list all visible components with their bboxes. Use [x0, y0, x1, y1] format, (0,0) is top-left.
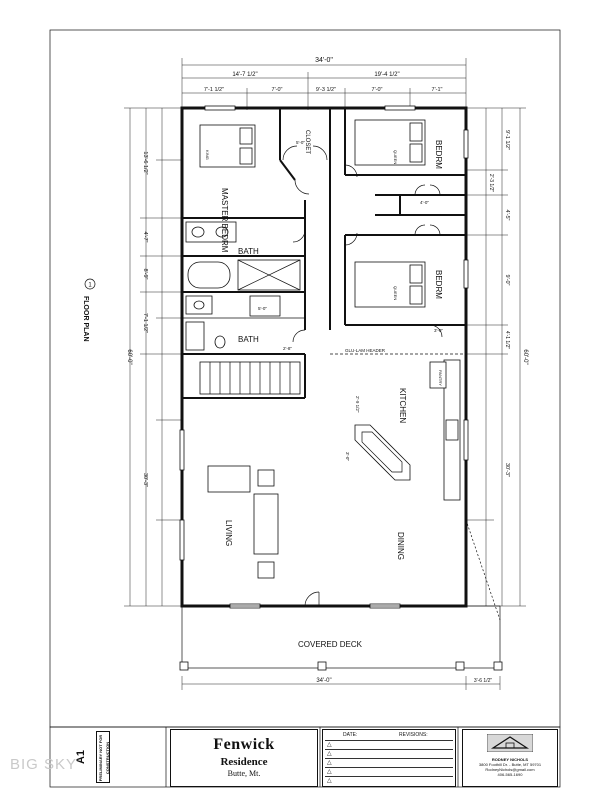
revision-row: △	[325, 749, 453, 758]
toilet	[214, 335, 226, 349]
view-number-bubble	[84, 278, 96, 290]
label-king: KING	[205, 150, 210, 160]
kitchen-island	[354, 424, 411, 481]
label-pantry: PANTRY	[438, 370, 443, 386]
dim-left-g4: 7'-1 1/2"	[142, 313, 148, 333]
label-bath-1: BATH	[238, 247, 259, 256]
title-block-frame	[49, 726, 561, 788]
view-title-text: FLOOR PLAN	[82, 296, 89, 342]
project-title: Fenwick	[213, 736, 275, 753]
label-closet: CLOSET	[304, 130, 310, 154]
windows	[179, 105, 469, 609]
dim-right-r1: 9'-1 1/2"	[504, 130, 510, 150]
firm-name: RODNEY NICHOLS	[491, 757, 529, 762]
dim-top-seg5: 7'-1"	[432, 87, 443, 93]
dim-left-g2: 4'-7"	[142, 232, 148, 243]
dim-top-seg2: 7'-0"	[272, 87, 283, 93]
dim-right-r2: 2'-3 1/2"	[488, 174, 494, 193]
dim-door: 2'-8"	[283, 346, 292, 351]
firm-address: 3800 Foothill Dr. - Butte, MT 59701	[478, 762, 542, 767]
sofa-2	[253, 493, 279, 555]
dim-kitchen-a: 2'-9 1/2"	[355, 396, 360, 413]
revision-mark: △	[327, 778, 332, 784]
revision-row: △	[325, 758, 453, 767]
dim-pantry: 3'-0"	[434, 328, 443, 333]
firm-phone: 406-565-1690	[497, 772, 523, 777]
dim-right-r3: 4'-5"	[504, 210, 510, 221]
label-covered-deck: COVERED DECK	[298, 640, 363, 649]
interior-walls	[182, 108, 466, 399]
project-location: Butte, Mt.	[227, 769, 261, 778]
door-swings	[282, 145, 443, 607]
dim-bath: 5'-0"	[258, 306, 267, 311]
covered-deck	[179, 519, 503, 671]
stamp-text: PRELIMINARY NOT FOR CONSTRUCTION	[98, 734, 110, 782]
view-title: 1 FLOOR PLAN	[82, 278, 96, 342]
revisions-table: DATE: REVISIONS: △ △ △ △ △	[322, 729, 456, 787]
fixtures	[185, 119, 461, 579]
room-labels: MASTER BEDRM CLOSET BEDRM BEDRM BATH BAT…	[205, 130, 443, 649]
label-kitchen: KITCHEN	[398, 388, 407, 423]
dim-top-seg4: 7'-0"	[372, 87, 383, 93]
revision-mark: △	[327, 742, 332, 748]
sofa-1	[207, 465, 251, 493]
dim-left-g3: 8'-9"	[142, 269, 148, 280]
label-bedrm-2: BEDRM	[434, 270, 443, 299]
dim-right-r6: 30'-3"	[504, 463, 510, 477]
dim-left-g5: 30'-3"	[142, 473, 148, 487]
dim-kitchen-b: 3'-0"	[345, 452, 350, 461]
view-number: 1	[88, 283, 92, 289]
firm-box: RODNEY NICHOLS 3800 Foothill Dr. - Butte…	[462, 729, 558, 787]
dim-top-seg3: 9'-3 1/2"	[316, 87, 336, 93]
dim-left-g1: 13'-6 1/2"	[142, 151, 148, 174]
preliminary-stamp: PRELIMINARY NOT FOR CONSTRUCTION	[96, 731, 110, 783]
project-subtitle: Residence	[220, 756, 268, 768]
pantry-box	[429, 361, 447, 389]
revision-mark: △	[327, 751, 332, 757]
dim-right-r4: 9'-0"	[504, 275, 510, 286]
date-header: DATE:	[343, 732, 358, 738]
label-bath-2: BATH	[238, 335, 259, 344]
label-queen-2: QUEEN	[393, 286, 398, 300]
tub	[187, 261, 231, 289]
dim-closet: 5'-0"	[296, 140, 305, 145]
bottom-dimensions: 34'-0" 3'-6 1/2"	[181, 676, 501, 690]
revision-row: △	[325, 767, 453, 776]
left-dimensions: 60'-0" 13'-6 1/2" 4'-7" 8'-9" 7'-1 1/2" …	[124, 107, 182, 607]
tub-2	[185, 321, 205, 351]
right-dimensions: 60'-0" 9'-1 1/2" 2'-3 1/2" 4'-5" 9'-0" 4…	[466, 107, 528, 607]
top-dimensions: 34'-0" 14'-7 1/2" 19'-4 1/2" 7'-1 1/2" 7…	[181, 57, 467, 110]
revision-mark: △	[327, 760, 332, 766]
label-dining: DINING	[396, 532, 405, 560]
dim-bottom-overall: 34'-0"	[316, 678, 331, 684]
dim-top-overall: 34'-0"	[315, 57, 333, 64]
label-master: MASTER BEDRM	[220, 188, 229, 253]
project-title-box: Fenwick Residence Butte, Mt.	[170, 729, 318, 787]
firm-logo	[486, 733, 534, 753]
dim-bottom-right: 3'-6 1/2"	[474, 678, 493, 684]
label-bedrm-1: BEDRM	[434, 140, 443, 169]
dim-right-r5: 4'-1 1/2"	[504, 331, 510, 350]
dim-left-overall: 60'-0"	[126, 349, 132, 364]
interior-dim-notes: 5'-0" 4'-0" 5'-0" 2'-8" 2'-9 1/2" 3'-0" …	[258, 140, 443, 461]
dim-top-left: 14'-7 1/2"	[232, 72, 257, 78]
dim-right-overall: 60'-0"	[522, 349, 528, 364]
dim-top-seg1: 7'-1 1/2"	[204, 87, 224, 93]
revisions-header: REVISIONS:	[399, 732, 428, 738]
dim-top-right: 19'-4 1/2"	[374, 72, 399, 78]
firm-email: RodneyNichols@gmail.com	[485, 767, 535, 772]
stairs	[199, 361, 301, 395]
revision-mark: △	[327, 769, 332, 775]
label-living: LIVING	[224, 520, 233, 546]
label-header-note: GLU-LAM HEADER	[345, 348, 386, 353]
dim-hall: 4'-0"	[420, 200, 429, 205]
revision-row: △	[325, 740, 453, 749]
watermark-text: BIG SKY	[10, 756, 78, 773]
revision-row: △	[325, 776, 453, 785]
label-queen-1: QUEEN	[393, 150, 398, 164]
